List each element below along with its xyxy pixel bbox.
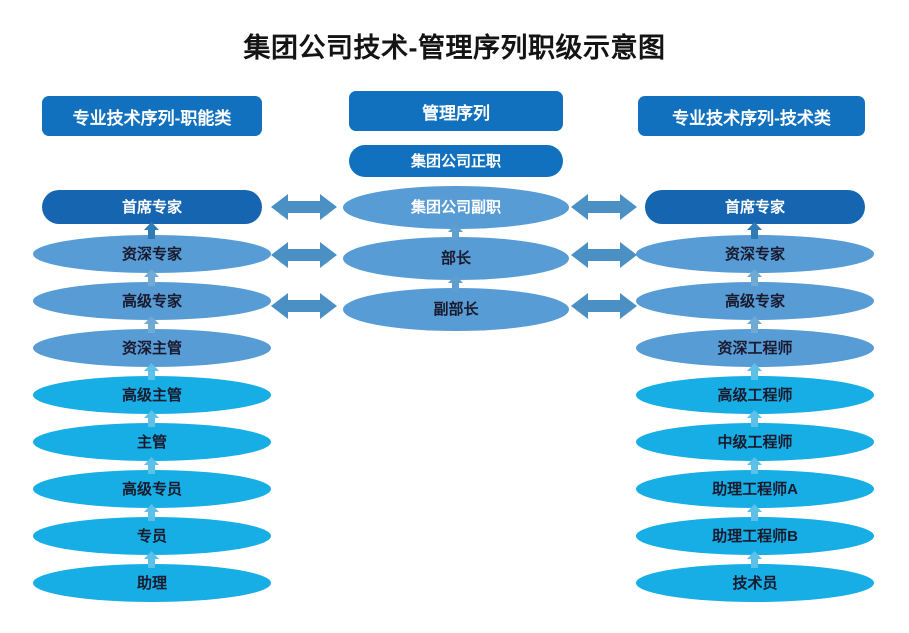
node-right-0-label: 首席专家 [724, 198, 785, 216]
node-center-3-label: 副部长 [433, 301, 479, 318]
up-arrow-left-3 [144, 316, 159, 333]
node-left-4[interactable]: 高级主管 [33, 376, 271, 414]
cross-link-arrow-left-3 [271, 291, 337, 321]
up-arrow-right-3 [747, 316, 762, 333]
node-right-4-label: 高级工程师 [717, 386, 793, 404]
column-header-right: 专业技术序列-技术类 [638, 96, 865, 136]
node-left-3-label: 资深主管 [121, 339, 182, 357]
node-right-7-label: 助理工程师B [712, 527, 798, 545]
node-left-5[interactable]: 主管 [33, 423, 271, 461]
up-arrow-right-7 [747, 504, 762, 521]
node-left-1-label: 资深专家 [121, 245, 182, 263]
node-center-0-label: 集团公司正职 [410, 152, 501, 170]
node-center-1-label: 集团公司副职 [410, 199, 501, 216]
node-center-2[interactable]: 部长 [343, 237, 569, 280]
column-header-left: 专业技术序列-职能类 [42, 96, 262, 136]
up-arrow-center-1 [448, 224, 463, 241]
node-left-8-label: 助理 [136, 574, 167, 592]
node-left-5-label: 主管 [136, 433, 167, 451]
column-header-center: 管理序列 [349, 91, 563, 131]
up-arrow-center-2 [448, 275, 463, 292]
node-right-3-label: 资深工程师 [717, 339, 793, 357]
cross-link-arrow-left-1 [271, 192, 337, 222]
up-arrow-right-8 [747, 551, 762, 568]
node-right-1-label: 资深专家 [724, 245, 785, 263]
node-left-0[interactable]: 首席专家 [42, 190, 262, 224]
node-right-8-label: 技术员 [732, 574, 778, 592]
node-left-3[interactable]: 资深主管 [33, 329, 271, 367]
up-arrow-right-5 [747, 410, 762, 427]
cross-link-arrow-right-3 [571, 291, 637, 321]
node-right-5[interactable]: 中级工程师 [636, 423, 874, 461]
column-header-right-label: 专业技术序列-技术类 [672, 108, 831, 128]
node-right-7[interactable]: 助理工程师B [636, 517, 874, 555]
node-left-2-label: 高级专家 [121, 292, 182, 310]
up-arrow-left-1 [144, 222, 159, 239]
node-right-0[interactable]: 首席专家 [645, 190, 865, 224]
node-left-6-label: 高级专员 [121, 480, 182, 498]
cross-link-arrow-right-1 [571, 192, 637, 222]
node-right-2[interactable]: 高级专家 [636, 282, 874, 320]
node-center-0[interactable]: 集团公司正职 [349, 145, 563, 177]
column-header-left-label: 专业技术序列-职能类 [72, 108, 232, 128]
node-right-6-label: 助理工程师A [712, 480, 798, 498]
column-header-center-label: 管理序列 [422, 103, 490, 123]
node-left-8[interactable]: 助理 [33, 564, 271, 602]
node-right-6[interactable]: 助理工程师A [636, 470, 874, 508]
up-arrow-right-4 [747, 363, 762, 380]
node-center-1[interactable]: 集团公司副职 [343, 186, 569, 229]
node-left-6[interactable]: 高级专员 [33, 470, 271, 508]
node-center-3[interactable]: 副部长 [343, 288, 569, 331]
cross-link-arrow-left-2 [271, 240, 337, 270]
up-arrow-left-6 [144, 457, 159, 474]
node-right-2-label: 高级专家 [724, 292, 785, 310]
node-left-7[interactable]: 专员 [33, 517, 271, 555]
up-arrow-right-6 [747, 457, 762, 474]
node-left-0-label: 首席专家 [121, 198, 182, 216]
node-left-2[interactable]: 高级专家 [33, 282, 271, 320]
page-title: 集团公司技术-管理序列职级示意图 [243, 33, 666, 63]
node-left-7-label: 专员 [136, 527, 167, 545]
node-right-8[interactable]: 技术员 [636, 564, 874, 602]
node-right-4[interactable]: 高级工程师 [636, 376, 874, 414]
up-arrow-left-7 [144, 504, 159, 521]
node-right-1[interactable]: 资深专家 [636, 235, 874, 273]
up-arrow-left-2 [144, 269, 159, 286]
up-arrow-left-5 [144, 410, 159, 427]
up-arrow-left-4 [144, 363, 159, 380]
node-right-3[interactable]: 资深工程师 [636, 329, 874, 367]
node-left-1[interactable]: 资深专家 [33, 235, 271, 273]
node-right-5-label: 中级工程师 [717, 433, 793, 451]
up-arrow-right-2 [747, 269, 762, 286]
up-arrow-left-8 [144, 551, 159, 568]
node-center-2-label: 部长 [440, 250, 471, 267]
up-arrow-right-1 [747, 222, 762, 239]
node-left-4-label: 高级主管 [121, 386, 182, 404]
cross-link-arrow-right-2 [571, 240, 637, 270]
